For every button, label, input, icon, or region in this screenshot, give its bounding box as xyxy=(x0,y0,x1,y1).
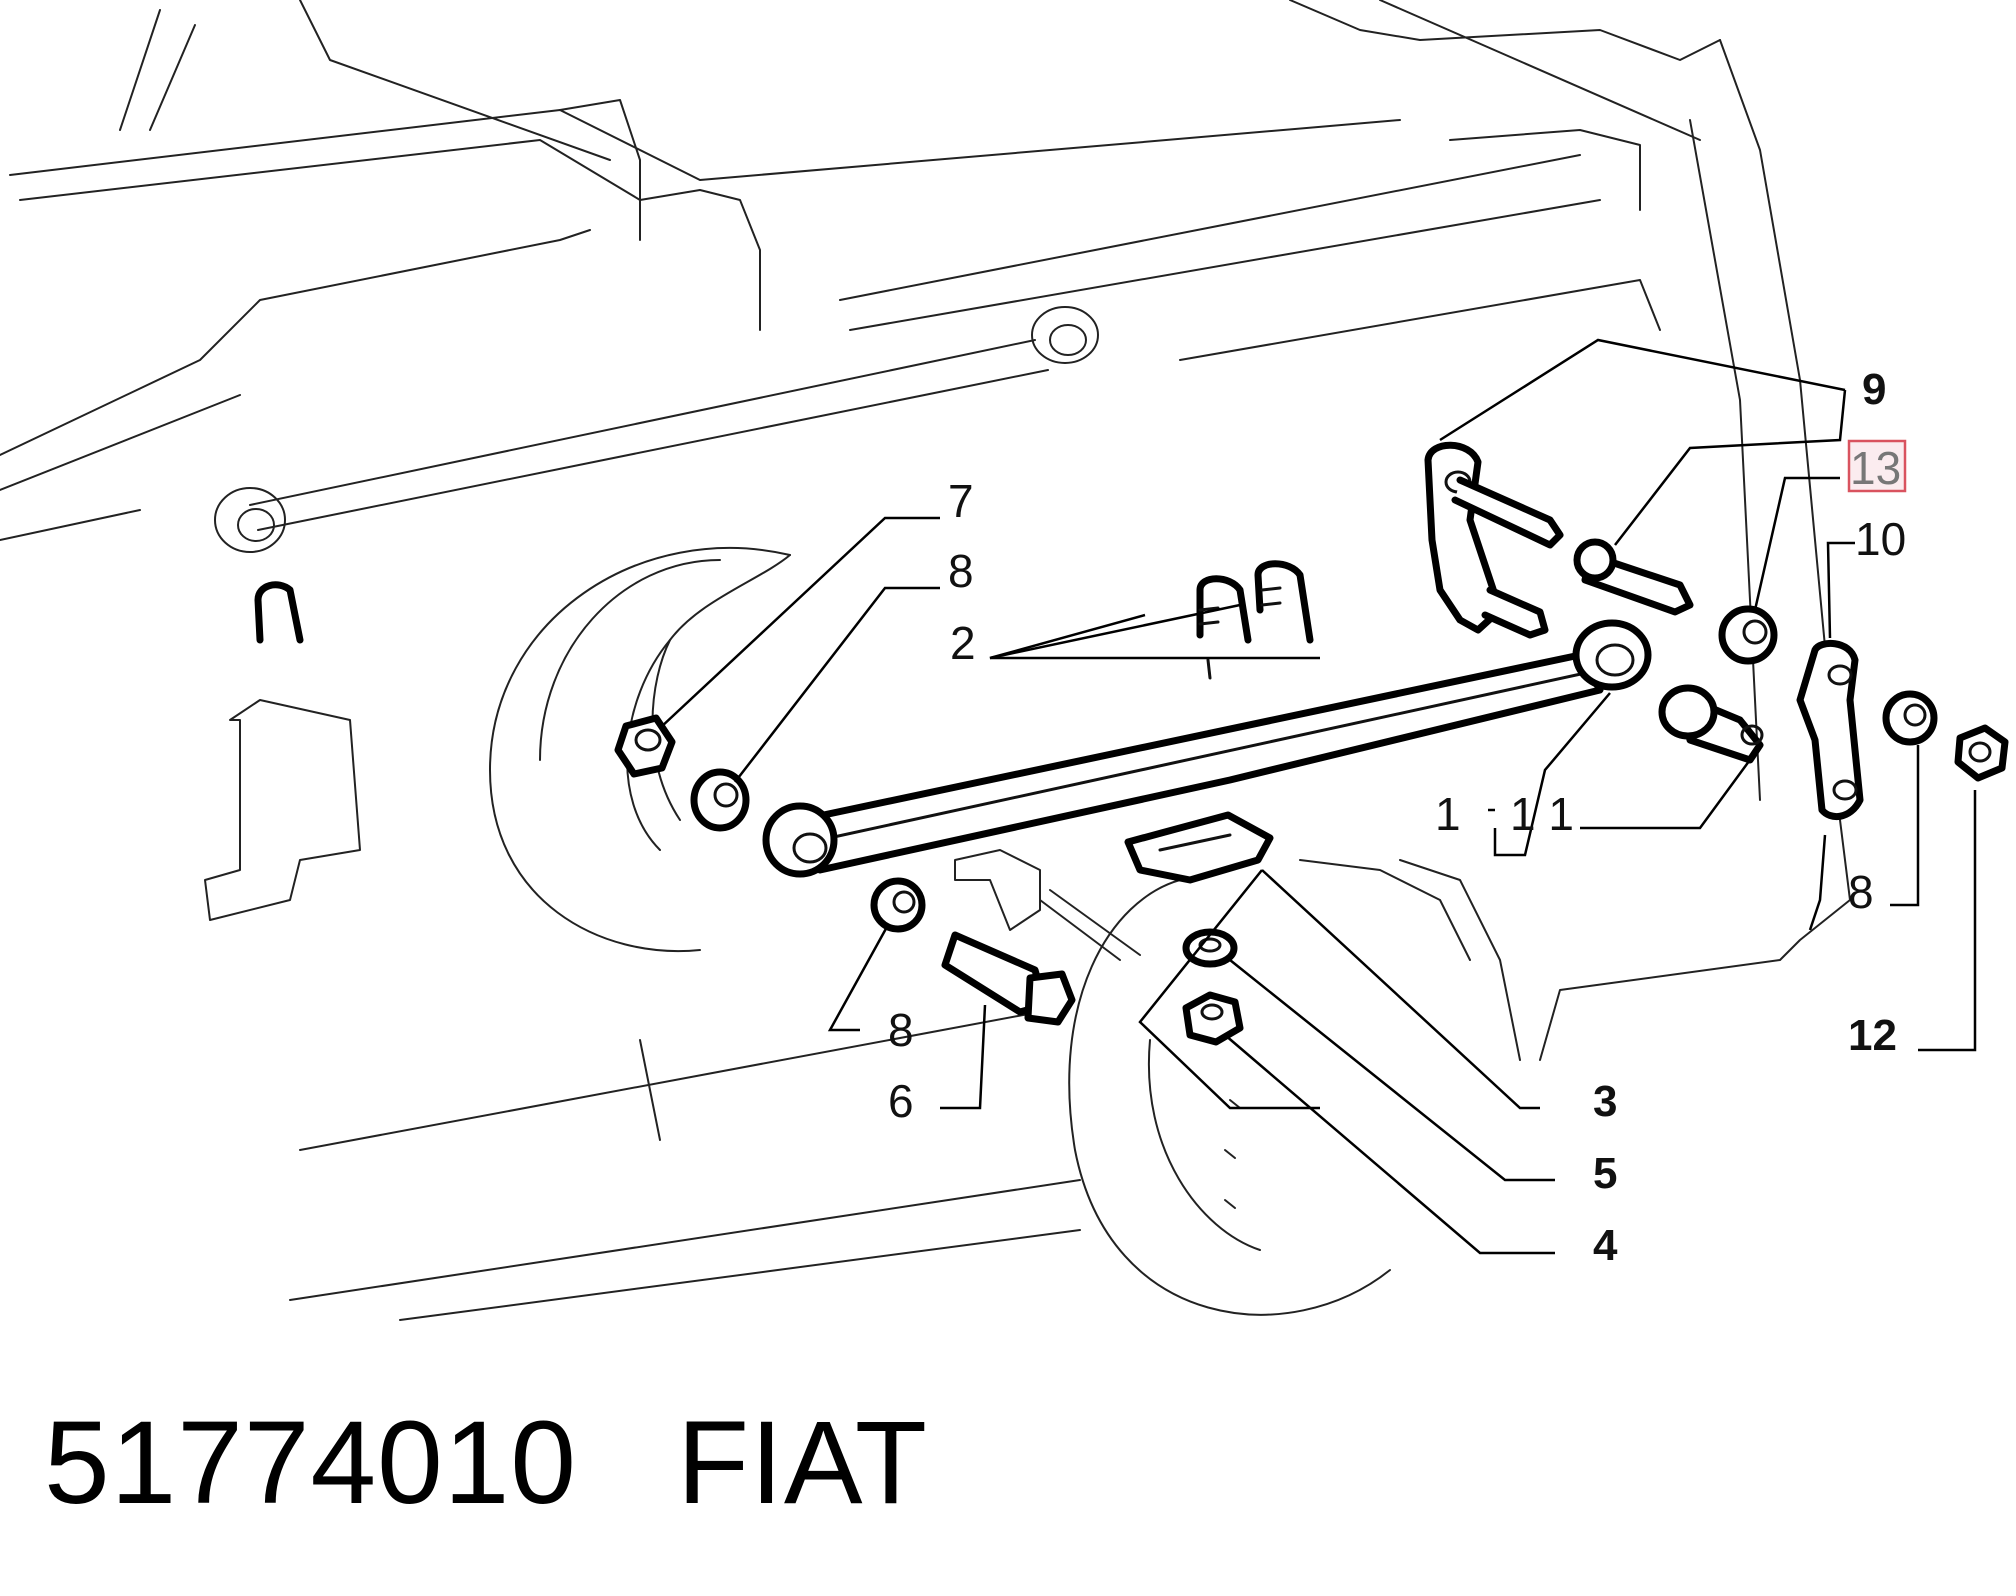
callout-5: 5 xyxy=(1593,1149,1617,1198)
brand-name: FIAT xyxy=(677,1397,928,1529)
bushing-13 xyxy=(1718,605,1778,665)
callout-3: 3 xyxy=(1593,1077,1617,1126)
callout-8-rear: 8 xyxy=(1848,866,1874,918)
callout-8-lower: 8 xyxy=(888,1004,914,1056)
vehicle-body-outline xyxy=(0,0,1851,1321)
shackle-plate-10 xyxy=(1796,639,1864,820)
spring-bracket xyxy=(954,849,1141,961)
washer-5 xyxy=(1182,928,1238,968)
part-footer: 51774010 FIAT xyxy=(44,1395,928,1531)
callout-11: 1 1 xyxy=(1510,788,1574,840)
background-torsion-bar xyxy=(214,306,1099,553)
leaf-spring-link xyxy=(762,619,1652,878)
callout-13: 13 xyxy=(1850,442,1901,494)
callout-4: 4 xyxy=(1593,1221,1618,1270)
callout-7: 7 xyxy=(948,475,974,527)
nut-12 xyxy=(1954,724,2009,782)
callout-2: 2 xyxy=(950,617,976,669)
callout-8-front: 8 xyxy=(948,545,974,597)
callout-13-highlight-box xyxy=(1847,439,1907,493)
callout-1: 1 xyxy=(1435,788,1461,840)
leader-lines xyxy=(659,338,1977,1255)
washer-8-front xyxy=(690,768,750,832)
washer-8-lower xyxy=(870,877,926,933)
bushing-11 xyxy=(1658,684,1764,764)
shackle-pin xyxy=(1573,538,1694,616)
callout-9: 9 xyxy=(1862,365,1886,414)
callout-labels: 7 8 2 1 1 1 8 6 3 5 4 9 13 10 8 12 xyxy=(888,365,1907,1270)
spring-plate-3 xyxy=(1124,811,1274,884)
washer-8-rear xyxy=(1882,690,1938,746)
callout-10: 10 xyxy=(1855,513,1906,565)
part-number: 51774010 xyxy=(44,1397,578,1529)
rear-wheel xyxy=(1068,879,1391,1316)
u-bolt-right xyxy=(1254,560,1314,644)
callout-6: 6 xyxy=(888,1075,914,1127)
shackle-plate-with-pins xyxy=(1424,441,1564,639)
bolt-6 xyxy=(941,931,1076,1026)
nut-4 xyxy=(1182,991,1244,1046)
callout-12: 12 xyxy=(1848,1011,1897,1060)
nut-7 xyxy=(614,714,676,778)
